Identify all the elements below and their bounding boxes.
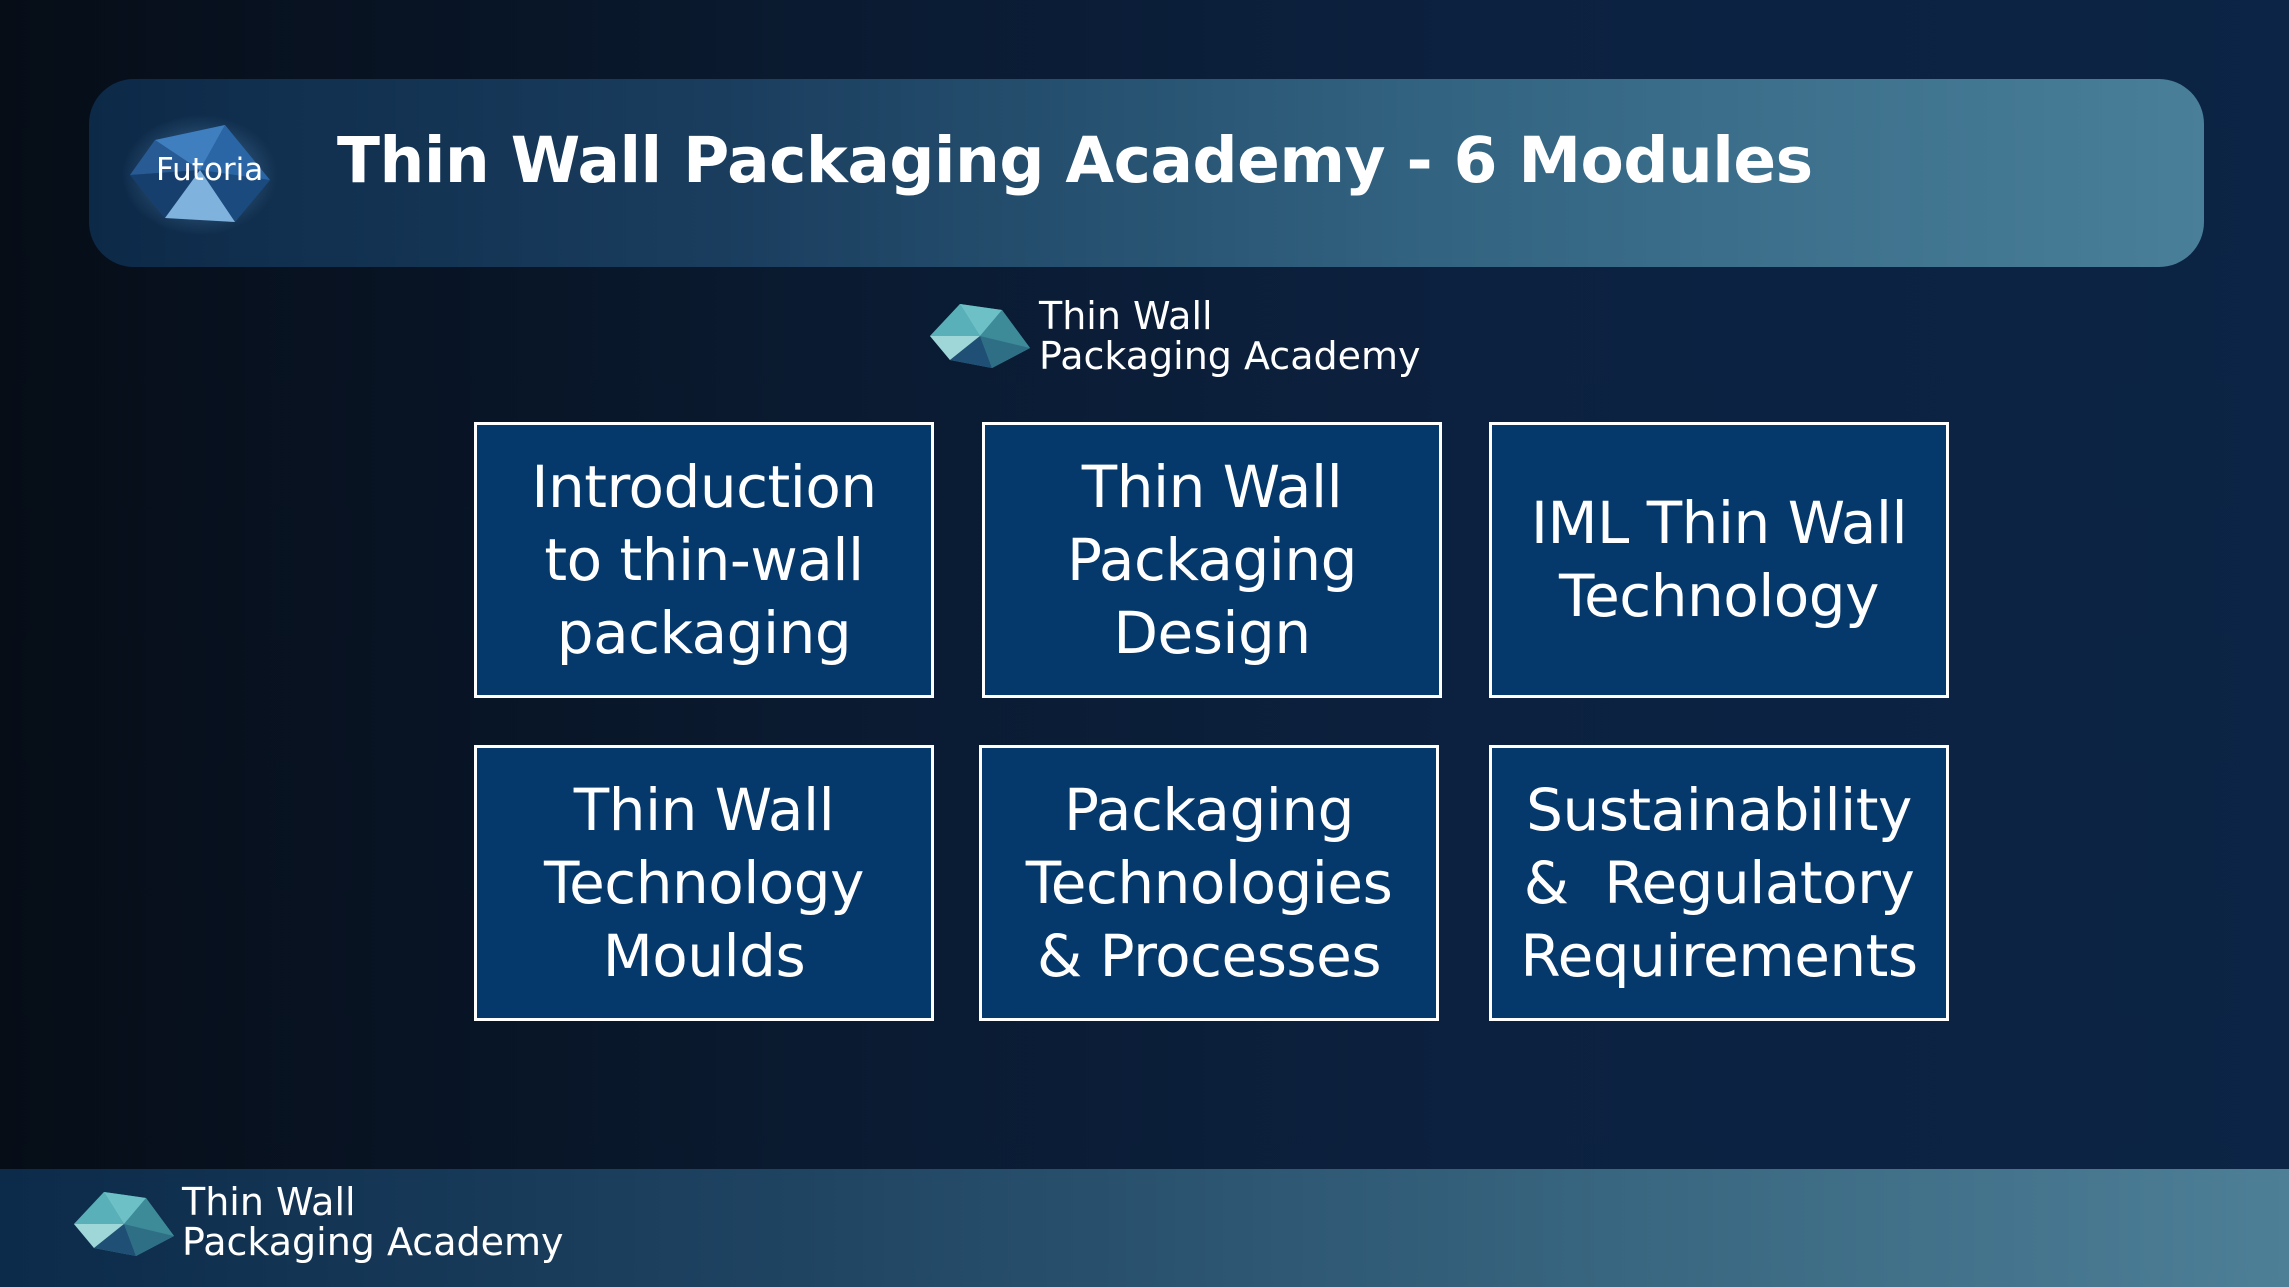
page-title: Thin Wall Packaging Academy - 6 Modules	[337, 124, 1813, 197]
module-card-3: IML Thin Wall Technology	[1489, 422, 1949, 698]
module-card-1: Introduction to thin-wall packaging	[474, 422, 934, 698]
module-2-line-1: Thin Wall	[1081, 452, 1343, 521]
module-6-line-3: Requirements	[1520, 921, 1918, 990]
module-5-line-1: Packaging	[1064, 775, 1354, 844]
academy-crystal-icon	[930, 304, 1030, 368]
module-4-line-3: Moulds	[602, 921, 806, 990]
module-6-line-1: Sustainability	[1526, 775, 1912, 844]
module-label-3: IML Thin Wall Technology	[1530, 487, 1908, 633]
module-2-line-3: Design	[1113, 598, 1311, 667]
footer-logo-line2: Packaging Academy	[182, 1220, 564, 1264]
module-2-line-2: Packaging	[1067, 525, 1357, 594]
module-3-line-1: IML Thin Wall	[1530, 489, 1908, 557]
header-bar	[89, 79, 2204, 267]
module-3-line-2: Technology	[1559, 562, 1879, 630]
module-label-1: Introduction to thin-wall packaging	[531, 451, 877, 670]
module-label-4: Thin Wall Technology Moulds	[544, 774, 864, 993]
module-1-line-1: Introduction	[531, 452, 877, 521]
futoria-crystal-icon	[122, 115, 278, 235]
footer-crystal-icon	[74, 1192, 174, 1256]
module-card-2: Thin Wall Packaging Design	[982, 422, 1442, 698]
module-card-5: Packaging Technologies & Processes	[979, 745, 1439, 1021]
futoria-logo: Futoria	[120, 110, 280, 240]
footer-logo-line1: Thin Wall	[182, 1180, 356, 1224]
module-5-line-3: & Processes	[1036, 921, 1382, 990]
module-5-line-2: Technologies	[1025, 848, 1393, 917]
academy-logo: Thin Wall Packaging Academy	[922, 292, 1442, 382]
academy-logo-line2: Packaging Academy	[1039, 334, 1421, 378]
futoria-logo-text: Futoria	[156, 152, 264, 188]
module-1-line-3: packaging	[556, 598, 852, 667]
module-label-2: Thin Wall Packaging Design	[1067, 451, 1357, 670]
footer-logo: Thin Wall Packaging Academy	[66, 1180, 626, 1280]
module-4-line-1: Thin Wall	[573, 775, 835, 844]
module-card-4: Thin Wall Technology Moulds	[474, 745, 934, 1021]
module-label-6: Sustainability & Regulatory Requirements	[1520, 774, 1918, 993]
module-card-6: Sustainability & Regulatory Requirements	[1489, 745, 1949, 1021]
module-label-5: Packaging Technologies & Processes	[1026, 774, 1393, 993]
footer-bar	[0, 1169, 2289, 1287]
module-1-line-2: to thin-wall	[544, 525, 864, 594]
module-6-line-2: & Regulatory	[1523, 848, 1915, 917]
module-4-line-2: Technology	[544, 848, 864, 917]
academy-logo-line1: Thin Wall	[1039, 294, 1213, 338]
